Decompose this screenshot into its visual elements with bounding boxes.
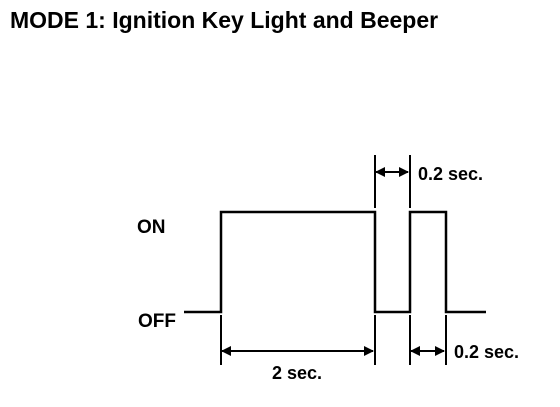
on-state-label: ON	[137, 217, 166, 238]
dimension-label-0-2-sec-off: 0.2 sec.	[418, 164, 483, 184]
off-state-label: OFF	[138, 311, 176, 332]
dimension-label-2-sec: 2 sec.	[272, 363, 322, 383]
dimension-label-0-2-sec-on: 0.2 sec.	[454, 342, 519, 362]
signal-waveform	[184, 210, 486, 314]
diagram-title: MODE 1: Ignition Key Light and Beeper	[10, 7, 438, 33]
